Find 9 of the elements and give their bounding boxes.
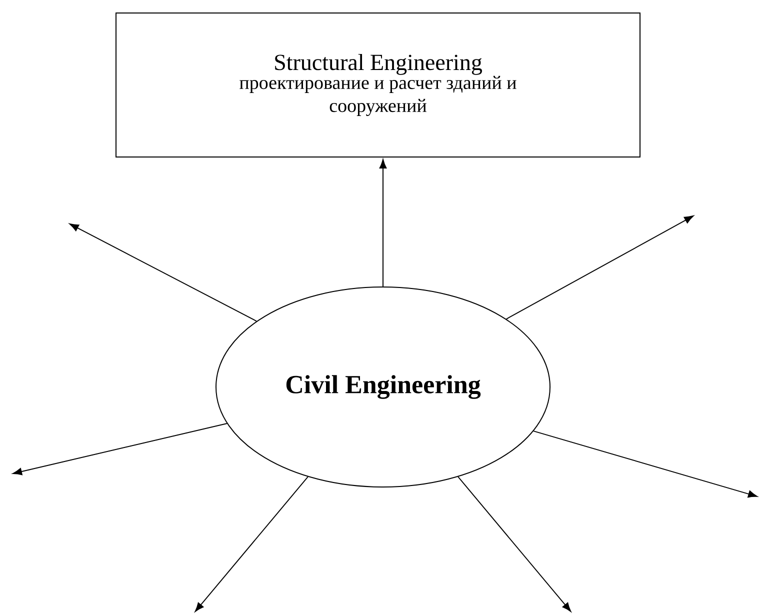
arrow [533, 430, 758, 498]
arrow [458, 476, 572, 612]
process-box: Structural Engineering проектирование и расчет зданий и сооружений [116, 12, 640, 158]
ellipse-node: Civil Engineering [216, 286, 550, 488]
arrow [506, 216, 694, 320]
arrow [69, 223, 257, 322]
arrow [12, 423, 228, 476]
arrow [379, 159, 387, 287]
arrow [194, 476, 308, 612]
